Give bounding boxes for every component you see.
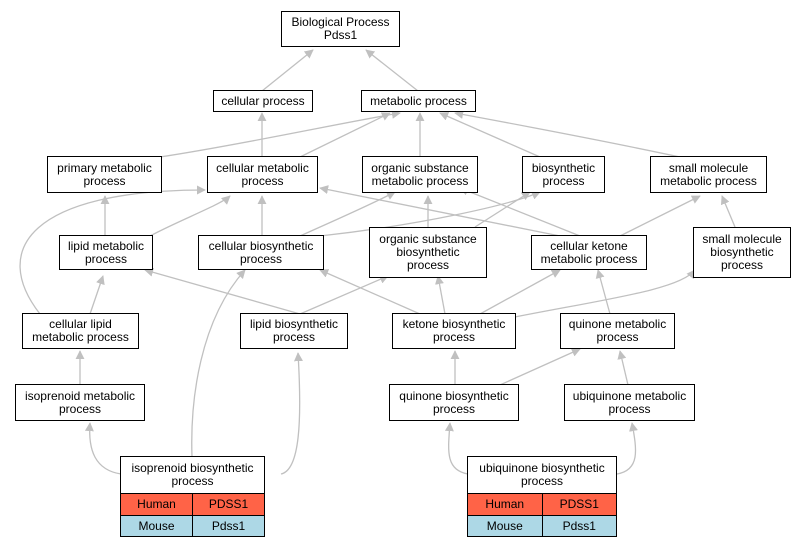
annotated-node-ubiquinone-biosynthetic-process[interactable]: ubiquinone biosynthetic process Human PD… <box>467 456 617 537</box>
node-small-molecule-metabolic-process[interactable]: small molecule metabolic process <box>650 156 767 193</box>
gene-cell[interactable]: PDSS1 <box>541 494 616 515</box>
annotated-node-title: ubiquinone biosynthetic process <box>468 457 616 494</box>
species-cell: Mouse <box>121 516 192 536</box>
annotated-node-title: isoprenoid biosynthetic process <box>121 457 264 494</box>
node-ketone-biosynthetic-process[interactable]: ketone biosynthetic process <box>392 313 516 349</box>
edge <box>616 422 638 475</box>
edge <box>319 185 561 237</box>
gene-cell[interactable]: Pdss1 <box>541 516 616 536</box>
node-organic-substance-biosynthetic-process[interactable]: organic substance biosynthetic process <box>369 227 487 278</box>
edge <box>365 49 419 92</box>
edge <box>319 269 421 315</box>
edge <box>299 275 389 315</box>
gene-row-mouse: Mouse Pdss1 <box>468 515 616 536</box>
species-cell: Human <box>121 494 192 515</box>
node-cellular-process[interactable]: cellular process <box>213 90 313 112</box>
gene-row-mouse: Mouse Pdss1 <box>121 515 264 536</box>
edge <box>89 275 105 315</box>
node-primary-metabolic-process[interactable]: primary metabolic process <box>47 156 162 193</box>
node-cellular-lipid-metabolic-process[interactable]: cellular lipid metabolic process <box>22 313 139 349</box>
edge <box>19 185 206 315</box>
edge <box>299 191 396 237</box>
node-cellular-ketone-metabolic-process[interactable]: cellular ketone metabolic process <box>531 235 647 270</box>
edge <box>149 195 231 237</box>
edge <box>720 195 736 228</box>
node-small-molecule-biosynthetic-process[interactable]: small molecule biosynthetic process <box>693 227 791 278</box>
node-cellular-metabolic-process[interactable]: cellular metabolic process <box>207 156 318 193</box>
node-quinone-metabolic-process[interactable]: quinone metabolic process <box>560 313 675 349</box>
root-node[interactable]: Biological Process Pdss1 <box>281 11 400 47</box>
node-biosynthetic-process[interactable]: biosynthetic process <box>522 156 605 193</box>
node-quinone-biosynthetic-process[interactable]: quinone biosynthetic process <box>389 384 519 421</box>
edge <box>299 112 391 158</box>
node-metabolic-process[interactable]: metabolic process <box>361 90 476 112</box>
annotated-node-isoprenoid-biosynthetic-process[interactable]: isoprenoid biosynthetic process Human PD… <box>120 456 265 537</box>
edge <box>191 269 246 458</box>
edge <box>439 112 541 158</box>
edge <box>617 350 629 386</box>
edge <box>144 267 301 315</box>
node-lipid-biosynthetic-process[interactable]: lipid biosynthetic process <box>240 313 348 349</box>
edge <box>159 109 401 158</box>
gene-row-human: Human PDSS1 <box>468 494 616 515</box>
edge <box>509 269 696 319</box>
edge <box>459 186 581 237</box>
edge <box>595 269 611 315</box>
edge <box>479 269 561 315</box>
species-cell: Human <box>468 494 542 515</box>
node-isoprenoid-metabolic-process[interactable]: isoprenoid metabolic process <box>15 384 145 421</box>
species-cell: Mouse <box>468 516 542 536</box>
edge <box>435 275 446 315</box>
edge <box>454 110 681 158</box>
edge <box>261 49 314 92</box>
edge <box>499 348 581 386</box>
gene-cell[interactable]: Pdss1 <box>192 516 264 536</box>
node-organic-substance-metabolic-process[interactable]: organic substance metabolic process <box>362 156 478 193</box>
edge <box>280 352 303 475</box>
edge <box>444 422 469 475</box>
edge <box>84 422 122 475</box>
edge <box>619 195 701 237</box>
gene-row-human: Human PDSS1 <box>121 494 264 515</box>
gene-cell[interactable]: PDSS1 <box>192 494 264 515</box>
node-ubiquinone-metabolic-process[interactable]: ubiquinone metabolic process <box>564 384 695 421</box>
node-cellular-biosynthetic-process[interactable]: cellular biosynthetic process <box>198 235 324 270</box>
node-lipid-metabolic-process[interactable]: lipid metabolic process <box>59 235 153 270</box>
